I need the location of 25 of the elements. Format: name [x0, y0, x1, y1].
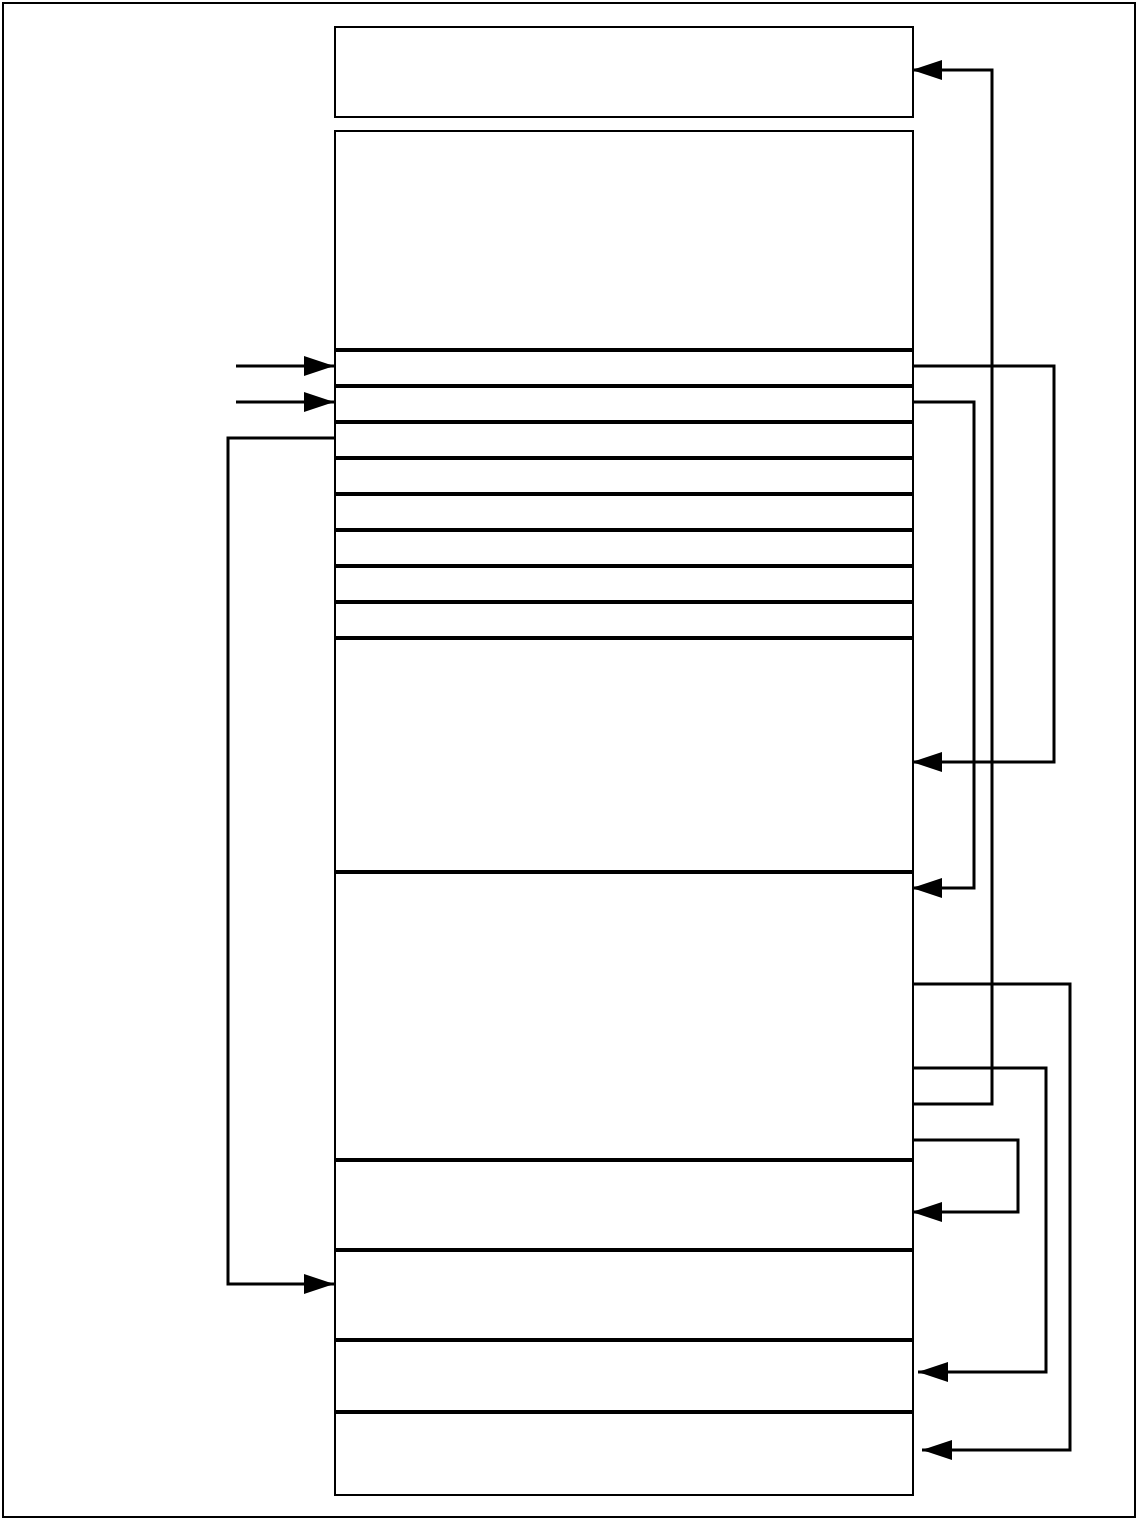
region-block	[334, 564, 914, 603]
region-block	[334, 1248, 914, 1341]
arrow	[912, 1138, 1020, 1222]
region-block	[334, 528, 914, 567]
region-block	[334, 384, 914, 423]
arrow	[236, 356, 334, 376]
region-block	[334, 420, 914, 459]
region-block	[334, 1338, 914, 1413]
region-block	[334, 492, 914, 531]
region-block	[334, 1410, 914, 1495]
arrow	[912, 982, 1072, 1460]
region-block	[334, 130, 914, 351]
arrow	[912, 400, 976, 898]
arrow	[912, 1066, 1048, 1382]
region-block	[334, 1158, 914, 1251]
region-block	[334, 348, 914, 387]
arrow	[226, 436, 334, 1294]
arrow	[912, 60, 994, 1106]
region-block	[334, 636, 914, 873]
arrow	[912, 364, 1056, 772]
region-block	[334, 600, 914, 639]
region-block	[334, 26, 914, 117]
region-block	[334, 870, 914, 1161]
region-block	[334, 456, 914, 495]
arrow	[236, 392, 334, 412]
